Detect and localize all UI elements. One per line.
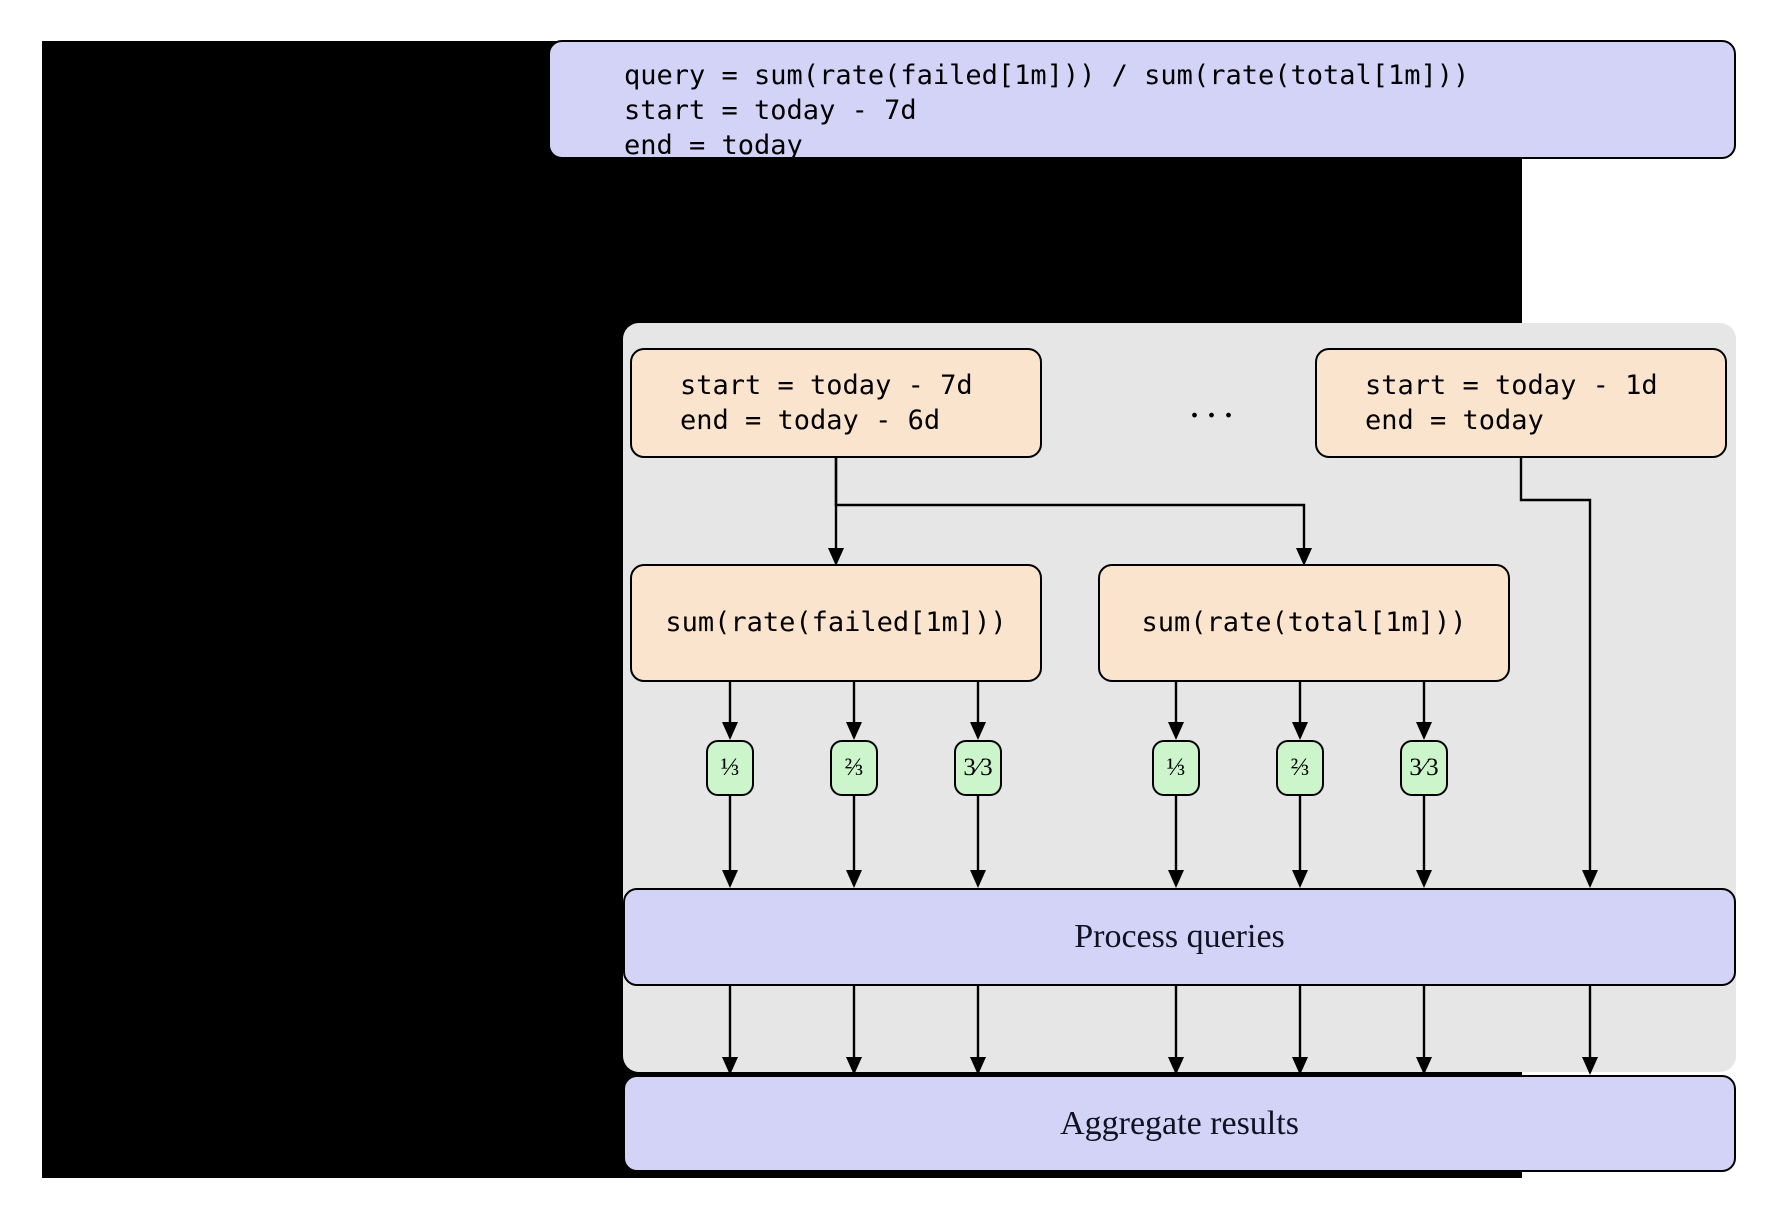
stage-process-queries-label: Process queries (1074, 918, 1285, 955)
shard-ellipsis: ... (1189, 381, 1241, 426)
chunk-chip-failed-1: ⅓ (706, 740, 754, 796)
chunk-chip-failed-2: ⅔ (830, 740, 878, 796)
shard-last-text: start = today - 1d end = today (1365, 368, 1658, 438)
subquery-failed-label: sum(rate(failed[1m])) (665, 607, 1007, 639)
shard-box-last: start = today - 1d end = today (1315, 348, 1727, 458)
query-spec-line-1: query = sum(rate(failed[1m])) / sum(rate… (624, 60, 1470, 91)
shard-first-text: start = today - 7d end = today - 6d (680, 368, 973, 438)
subquery-box-failed: sum(rate(failed[1m])) (630, 564, 1042, 682)
chunk-chip-failed-3: 3⁄3 (954, 740, 1002, 796)
stage-process-queries: Process queries (623, 888, 1736, 986)
stage-aggregate-results: Aggregate results (623, 1075, 1736, 1172)
stage-aggregate-results-label: Aggregate results (1060, 1104, 1299, 1142)
query-spec-line-3: end = today (624, 130, 803, 162)
subquery-total-label: sum(rate(total[1m])) (1141, 607, 1467, 639)
query-spec-line-2: start = today - 7d (624, 95, 917, 127)
shard-last-line-2: end = today (1365, 405, 1544, 436)
query-spec-box: query = sum(rate(failed[1m])) / sum(rate… (548, 40, 1736, 161)
query-spec-text: query = sum(rate(failed[1m])) / sum(rate… (624, 54, 1469, 163)
chunk-chip-total-3: 3⁄3 (1400, 740, 1448, 796)
chunk-chip-total-2: ⅔ (1276, 740, 1324, 796)
shard-box-first: start = today - 7d end = today - 6d (630, 348, 1042, 458)
shard-last-line-1: start = today - 1d (1365, 369, 1658, 401)
shard-first-line-2: end = today - 6d (680, 405, 941, 436)
subquery-box-total: sum(rate(total[1m])) (1098, 564, 1510, 682)
chunk-chip-total-1: ⅓ (1152, 740, 1200, 796)
shard-first-line-1: start = today - 7d (680, 369, 973, 401)
